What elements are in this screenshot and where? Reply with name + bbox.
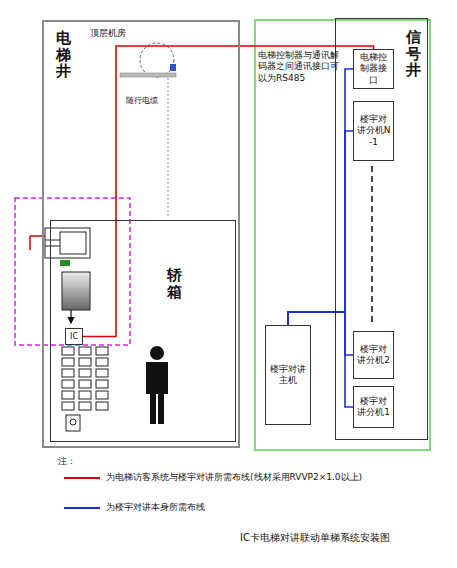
note-label: 随行电缆 <box>126 96 166 106</box>
vertical-heading: 电梯井 <box>56 30 71 80</box>
box-label: 楼宇对讲分机2 <box>356 344 391 367</box>
vertical-heading: 信号井 <box>406 29 421 79</box>
person-body <box>146 362 168 424</box>
continuation-dashes <box>371 166 373 324</box>
terminal-block <box>60 260 70 266</box>
keypad-button <box>62 391 74 399</box>
keypad-button <box>79 347 91 355</box>
keypad-button <box>62 358 74 366</box>
traveling-cable <box>168 78 169 218</box>
keypad-button <box>62 347 74 355</box>
shaft-region: 电梯井轿箱 IC <box>42 20 240 448</box>
keypad-button <box>79 380 91 388</box>
board-part <box>60 232 86 254</box>
board-red-wire <box>29 236 31 250</box>
board-wire <box>45 240 60 241</box>
note-label: 顶层机房 <box>90 28 150 39</box>
box-label: 楼宇对讲分机N-1 <box>356 114 391 148</box>
key-switch <box>66 415 80 431</box>
keypad-button <box>96 380 108 388</box>
vertical-heading: 轿箱 <box>167 267 182 300</box>
pulley <box>120 43 176 218</box>
decoder-box <box>62 272 90 310</box>
keypad-button <box>62 369 74 377</box>
keypad-button <box>79 391 91 399</box>
shaft-region: 信号井电梯控制器接口楼宇对讲分机N-1 楼宇对讲分机2 楼宇对讲分机1 <box>335 18 428 440</box>
keypad-button <box>96 369 108 377</box>
legend-blue-sample <box>64 507 100 509</box>
car-box: 轿箱 IC <box>50 220 236 442</box>
cable-run <box>288 131 353 325</box>
cable-run <box>83 46 374 337</box>
keypad-button <box>96 347 108 355</box>
pulley-wheel <box>140 43 174 77</box>
main-unit-box: 楼宇对讲主机 <box>265 325 311 425</box>
decoder-wire <box>70 310 71 323</box>
green-region <box>255 20 430 450</box>
intercom-box: 楼宇对讲分机1 <box>353 386 394 428</box>
box-label: 电梯控制器接口 <box>356 52 391 86</box>
keypad-button <box>96 402 108 410</box>
note-label: 注： <box>58 456 98 467</box>
decoder-unit <box>62 272 90 323</box>
person <box>146 346 168 424</box>
keypad-button <box>79 402 91 410</box>
legend-red-sample <box>64 477 100 479</box>
key-plate <box>66 415 80 431</box>
key-hole <box>70 419 76 425</box>
box-label: IC <box>70 332 78 342</box>
box-label: 楼宇对讲主机 <box>268 364 308 387</box>
legend-text: 为楼宇对讲本身所需布线 <box>106 502 446 513</box>
keypad-button <box>79 358 91 366</box>
keypad-button <box>96 391 108 399</box>
ic-reader: IC <box>65 328 83 345</box>
pulley-beam <box>120 73 176 77</box>
intercom-box: 楼宇对讲分机N-1 <box>353 101 394 161</box>
person-head <box>150 346 164 360</box>
keypad <box>62 347 108 410</box>
note-label: 电梯控制器与通讯解码器之间通讯接口可以为RS485 <box>258 50 340 84</box>
keypad-button <box>62 402 74 410</box>
board <box>45 228 90 258</box>
caption: IC卡电梯对讲联动单梯系统安装图 <box>240 532 390 545</box>
interface-box: 电梯控制器接口 <box>353 49 394 89</box>
keypad-button <box>79 369 91 377</box>
keypad-button <box>62 380 74 388</box>
intercom-box: 楼宇对讲分机2 <box>353 331 394 379</box>
pulley-marker <box>170 64 176 71</box>
legend-text: 为电梯访客系统与楼宇对讲所需布线(线材采用RVVP2×1.0以上) <box>106 472 446 483</box>
controller-board <box>30 228 90 266</box>
board-wire <box>45 246 60 247</box>
keypad-button <box>96 358 108 366</box>
box-label: 楼宇对讲分机1 <box>356 396 391 419</box>
cable-run <box>288 69 353 325</box>
